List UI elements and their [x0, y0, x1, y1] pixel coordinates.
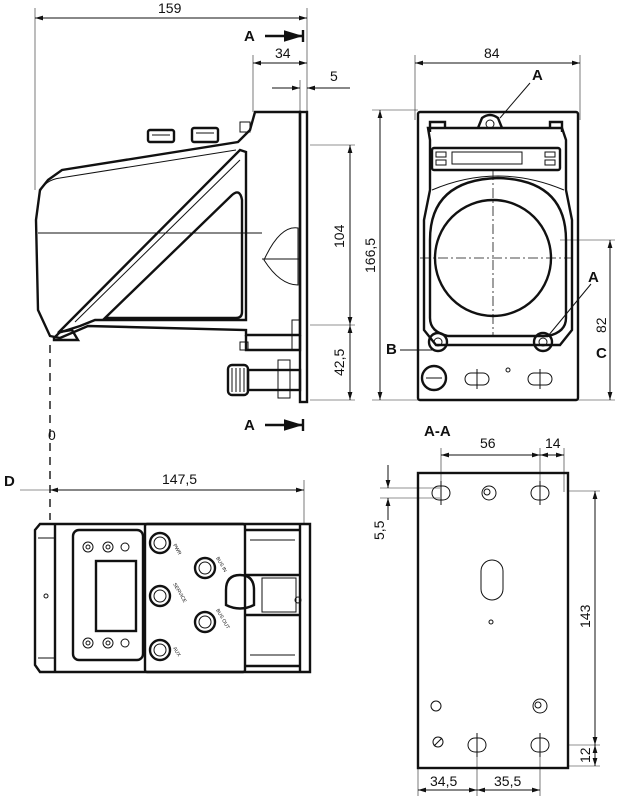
side-view — [34, 8, 355, 520]
dim-0: 0 — [48, 427, 56, 443]
detail-marker-a-front-right: A — [588, 269, 599, 286]
dim-104: 104 — [331, 224, 347, 248]
dim-35-5: 35,5 — [494, 773, 521, 789]
front-view — [372, 55, 615, 402]
marker-d: D — [4, 473, 15, 490]
dim-12: 12 — [577, 747, 593, 763]
top-view: PWR BUS IN SERVICE BUS OUT AUX — [20, 480, 312, 674]
dim-159: 159 — [158, 0, 182, 16]
dimension-labels: 159 34 5 104 42,5 0 147,5 84 166,5 82 56… — [48, 0, 609, 789]
section-marker-a-top: A — [244, 28, 255, 45]
dim-42-5: 42,5 — [331, 349, 347, 376]
section-title-a-a: A-A — [424, 423, 451, 440]
connector-label-aux: AUX — [171, 646, 182, 658]
connector-label-bus-in: BUS IN — [214, 556, 228, 574]
dim-147-5: 147,5 — [162, 471, 197, 487]
connector-label-pwr: PWR — [171, 543, 182, 556]
view-markers: A A A A B C D A-A — [4, 28, 607, 490]
section-marker-a-bottom: A — [244, 417, 255, 434]
section-a-a — [380, 448, 600, 796]
dim-5: 5 — [330, 68, 338, 84]
dim-34: 34 — [275, 45, 291, 61]
dim-84: 84 — [484, 45, 500, 61]
marker-c: C — [596, 345, 607, 362]
connector-label-service: SERVICE — [171, 582, 187, 605]
connector-label-bus-out: BUS OUT — [214, 608, 230, 630]
dim-56: 56 — [480, 435, 496, 451]
dim-166-5: 166,5 — [362, 238, 378, 273]
dim-14: 14 — [545, 435, 561, 451]
detail-marker-a-front-top: A — [532, 67, 543, 84]
dim-143: 143 — [577, 604, 593, 628]
dim-34-5: 34,5 — [430, 773, 457, 789]
marker-b: B — [386, 341, 397, 358]
dim-5-5: 5,5 — [371, 520, 387, 540]
dim-82: 82 — [593, 317, 609, 333]
